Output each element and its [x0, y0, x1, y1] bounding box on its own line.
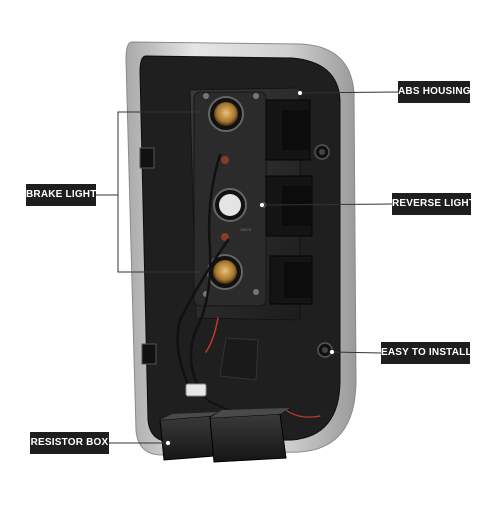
side-clips: [139, 147, 157, 365]
wire-bracket: [219, 337, 259, 381]
wire-connector-plug: [185, 383, 207, 397]
brake-bulb-lower: [207, 254, 243, 290]
reverse-bulb: [213, 188, 247, 222]
callout-leader-lines: [96, 90, 399, 446]
resistor-boxes: [159, 408, 290, 463]
brake-bulb-upper: [208, 96, 244, 132]
connector-blocks: [265, 99, 313, 305]
socket-indicator: [221, 233, 229, 241]
callout-reverse-light: REVERSE LIGHT: [392, 193, 475, 215]
callout-abs-housing: ABS HOUSING: [398, 81, 471, 103]
callout-easy-to-install: EASY TO INSTALL: [381, 342, 472, 364]
callout-resistor-box: RESISTOR BOX: [30, 432, 109, 454]
callout-brake-light: BRAKE LIGHT: [26, 184, 96, 206]
socket-indicator: [221, 156, 229, 164]
part-marking: 15678: [240, 227, 252, 232]
